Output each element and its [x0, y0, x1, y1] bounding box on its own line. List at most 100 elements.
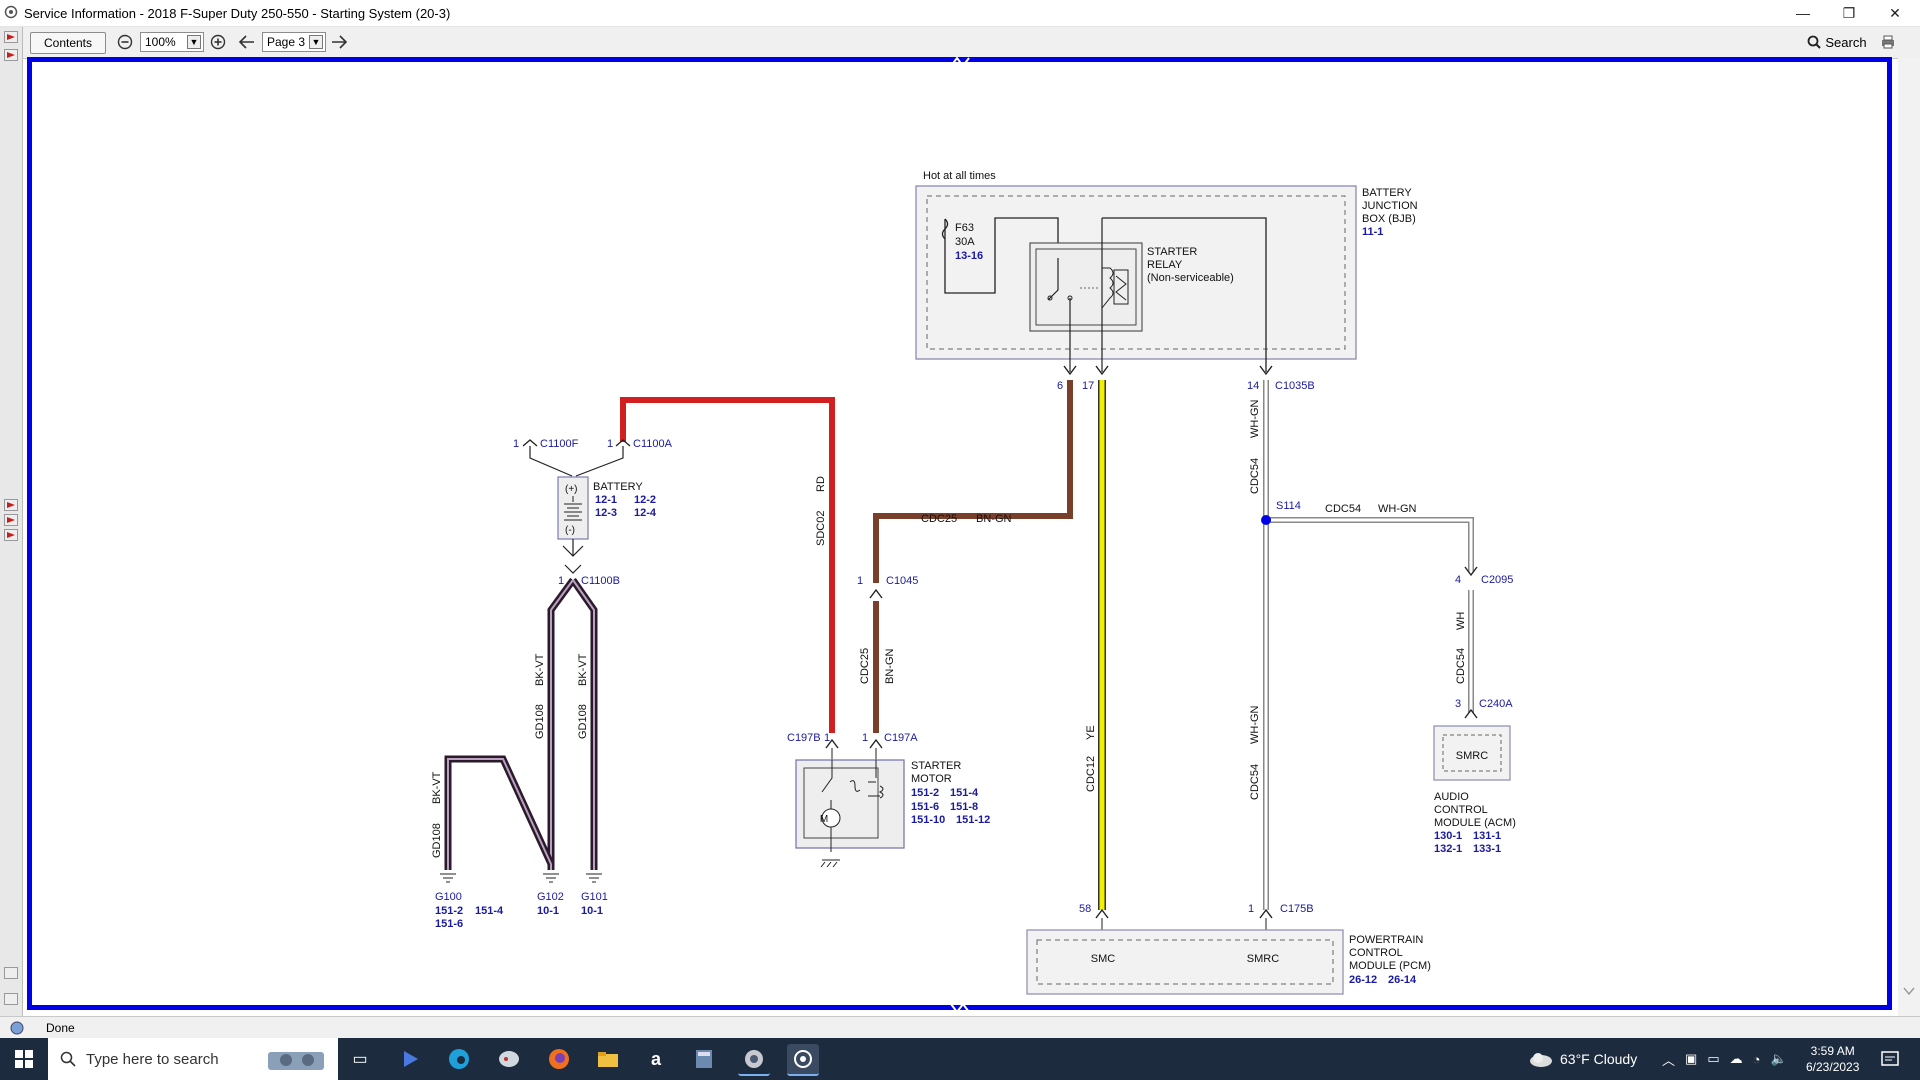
zoom-select[interactable]: 100%▼ — [140, 32, 204, 52]
zoom-value: 100% — [145, 35, 176, 49]
taskbar-search-placeholder: Type here to search — [86, 1050, 219, 1068]
volume-icon[interactable]: 🔈 — [1770, 1051, 1787, 1066]
start-button[interactable] — [0, 1038, 48, 1080]
nav-arrow-icon[interactable] — [4, 514, 18, 526]
pcm-label: CONTROL — [1349, 947, 1403, 959]
reference-link[interactable]: 10-1 — [537, 905, 559, 917]
reference-link[interactable]: 151-2 — [435, 905, 463, 917]
pcm-smc: SMC — [1091, 953, 1116, 965]
relay-label: RELAY — [1147, 259, 1183, 271]
file-explorer-icon[interactable] — [592, 1044, 624, 1074]
nav-arrow-icon[interactable] — [4, 49, 18, 61]
reference-link[interactable]: 151-10 — [911, 814, 945, 826]
reference-link[interactable]: 151-8 — [950, 801, 978, 813]
reference-link[interactable]: 132-1 — [1434, 843, 1462, 855]
wire-sdc02 — [620, 397, 835, 733]
acm-label: AUDIO — [1434, 791, 1469, 803]
nav-arrow-icon[interactable] — [4, 31, 18, 43]
tray-app-icon[interactable]: ▣ — [1685, 1051, 1698, 1066]
wire-label: CDC25 — [921, 513, 957, 525]
reference-link[interactable]: 13-16 — [955, 250, 983, 262]
reference-link[interactable]: 151-4 — [950, 787, 979, 799]
wire-label: BN-GN — [884, 649, 896, 685]
wire-label: CDC54 — [1249, 764, 1261, 800]
close-button[interactable]: ✕ — [1889, 4, 1901, 21]
reference-link[interactable]: 26-12 — [1349, 974, 1377, 986]
weather-widget[interactable]: 63°F Cloudy — [1528, 1038, 1637, 1080]
reference-link[interactable]: 26-14 — [1388, 974, 1417, 986]
motor-letter: M — [820, 814, 828, 825]
weather-text: 63°F Cloudy — [1560, 1051, 1638, 1067]
relay-label: STARTER — [1147, 246, 1197, 258]
pcm-box — [1026, 929, 1344, 995]
amazon-icon[interactable]: a — [650, 1048, 661, 1069]
reference-link[interactable]: 12-2 — [634, 494, 656, 506]
calculator-icon[interactable] — [688, 1044, 720, 1074]
connector-label: C1045 — [886, 575, 918, 587]
contents-button[interactable]: Contents — [30, 32, 106, 54]
print-preview-icon[interactable] — [4, 993, 18, 1005]
edge-browser-icon[interactable] — [443, 1044, 475, 1074]
bjb-label: BATTERY — [1362, 187, 1412, 199]
app-icon-active-window[interactable] — [787, 1044, 819, 1076]
relay-label: (Non-serviceable) — [1147, 272, 1234, 284]
reference-link[interactable]: 151-2 — [911, 787, 939, 799]
acm-label: MODULE (ACM) — [1434, 817, 1516, 829]
reference-link[interactable]: 130-1 — [1434, 830, 1462, 842]
connector-label: C175B — [1280, 903, 1314, 915]
wire-label: YE — [1085, 725, 1097, 740]
reference-link[interactable]: 133-1 — [1473, 843, 1501, 855]
acm-label: CONTROL — [1434, 804, 1488, 816]
pin-label: 58 — [1079, 903, 1091, 915]
toolbar: Contents 100%▼ Page 3▼ Search — [0, 27, 1920, 59]
taskbar-search-box[interactable]: Type here to search — [48, 1038, 338, 1080]
nav-arrow-icon[interactable] — [4, 529, 18, 541]
acm-box-label: SMRC — [1456, 750, 1488, 762]
reference-link[interactable]: 151-6 — [911, 801, 939, 813]
reference-link[interactable]: 151-6 — [435, 918, 463, 930]
search-button[interactable]: Search — [1797, 32, 1877, 52]
app-icon-blue[interactable] — [394, 1044, 426, 1074]
app-icon-chat[interactable] — [493, 1044, 525, 1074]
print-icon[interactable] — [1880, 34, 1896, 50]
pcm-label: MODULE (PCM) — [1349, 960, 1431, 972]
wire-label: GD108 — [577, 704, 589, 739]
reference-link[interactable]: 151-4 — [475, 905, 504, 917]
battery-icon[interactable]: ▭ — [1707, 1051, 1720, 1066]
reference-link[interactable]: 10-1 — [581, 905, 603, 917]
reference-link[interactable]: 11-1 — [1362, 226, 1383, 238]
page-select[interactable]: Page 3▼ — [262, 32, 326, 52]
firefox-icon[interactable] — [543, 1044, 575, 1074]
onedrive-icon[interactable]: ☁ — [1729, 1051, 1743, 1066]
clock[interactable]: 3:59 AM 6/23/2023 — [1806, 1038, 1859, 1080]
wire-gd108-g100 — [444, 755, 555, 870]
wire-label: BK-VT — [534, 653, 546, 686]
zoom-in-icon[interactable] — [210, 34, 226, 50]
ground-label: G101 — [581, 891, 608, 903]
wire-label: WH-GN — [1378, 503, 1417, 515]
reference-link[interactable]: 12-3 — [595, 507, 617, 519]
reference-link[interactable]: 131-1 — [1473, 830, 1501, 842]
previous-page-icon[interactable] — [238, 34, 256, 50]
notifications-icon[interactable] — [1880, 1038, 1900, 1080]
minimize-button[interactable]: — — [1796, 5, 1810, 21]
task-view-icon[interactable]: ▭ — [352, 1051, 368, 1068]
next-page-icon[interactable] — [330, 34, 348, 50]
app-icon-service-info[interactable] — [738, 1044, 770, 1076]
wire-label: CDC54 — [1455, 648, 1467, 684]
bjb-label: BOX (BJB) — [1362, 213, 1416, 225]
ground-label: G100 — [435, 891, 462, 903]
connector-label: C240A — [1479, 698, 1513, 710]
wifi-icon[interactable]: ◔ — [1752, 1051, 1761, 1067]
nav-arrow-icon[interactable] — [4, 499, 18, 511]
reference-link[interactable]: 12-4 — [634, 507, 657, 519]
reference-link[interactable]: 151-12 — [956, 814, 990, 826]
reference-link[interactable]: 12-1 — [595, 494, 617, 506]
starter-relay — [1029, 242, 1143, 332]
zoom-out-icon[interactable] — [117, 34, 133, 50]
wire-label: BN-GN — [976, 513, 1012, 525]
chevron-up-icon[interactable]: ︿ — [1662, 1052, 1676, 1068]
bookmark-icon[interactable] — [4, 967, 18, 979]
restore-button[interactable]: ❐ — [1842, 4, 1856, 21]
